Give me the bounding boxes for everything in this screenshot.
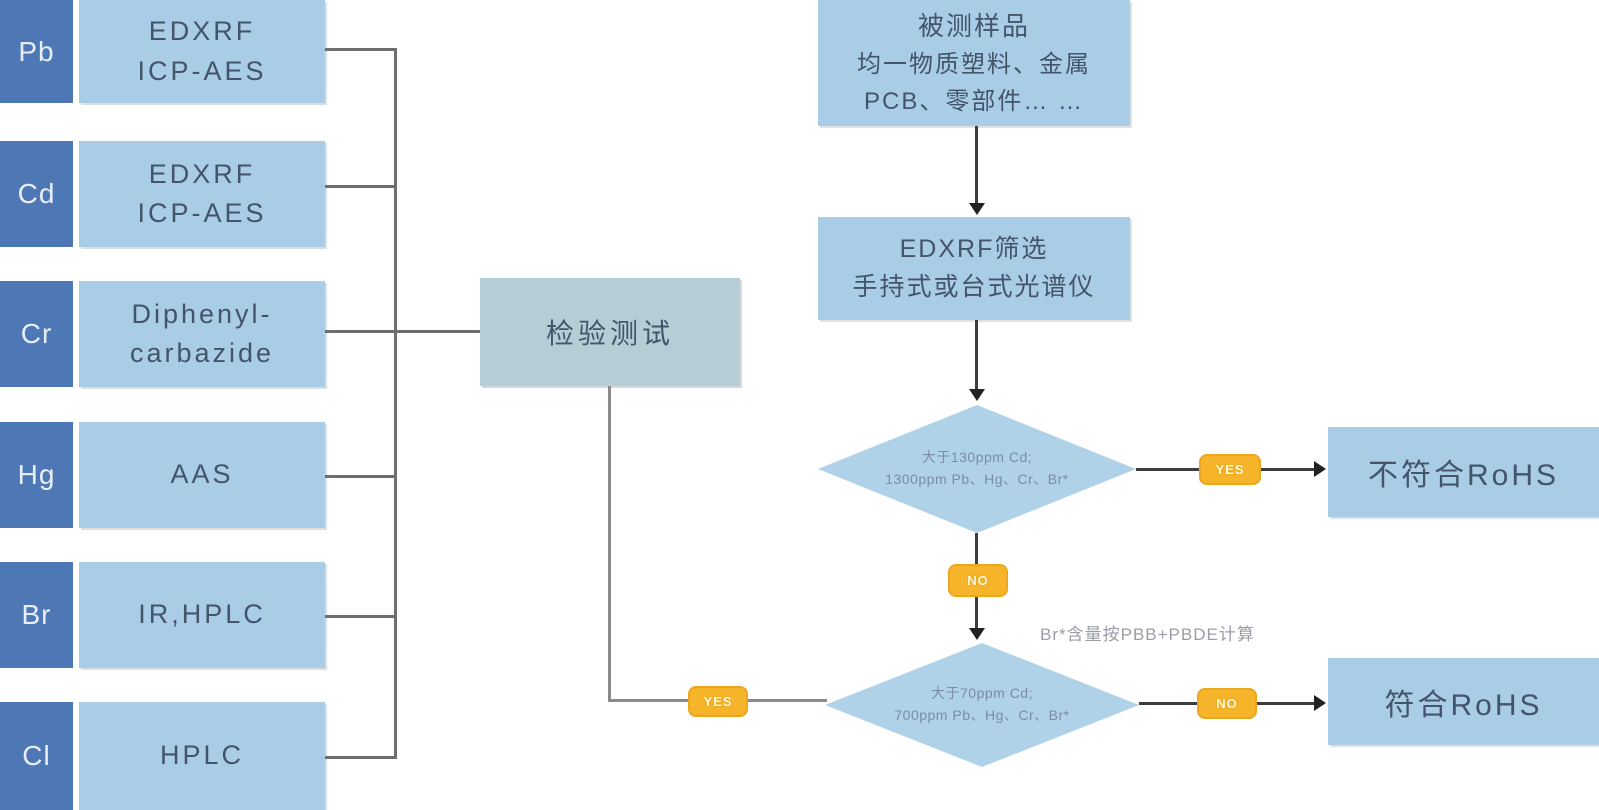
method-line: AAS [170, 459, 234, 490]
sample-line: 均一物质塑料、金属 [857, 50, 1091, 78]
method-line: ICP-AES [137, 55, 267, 86]
decision2-diamond: 大于70ppm Cd; 700ppm Pb、Hg、Cr、Br* [825, 643, 1139, 767]
decision1-diamond: 大于130ppm Cd; 1300ppm Pb、Hg、Cr、Br* [818, 405, 1136, 533]
decision2-line: 大于70ppm Cd; [931, 685, 1033, 702]
element-box-cl: Cl [0, 702, 73, 810]
connector-line-cr-to-test [325, 330, 480, 333]
element-box-br: Br [0, 562, 73, 668]
decision1-line: 1300ppm Pb、Hg、Cr、Br* [885, 471, 1069, 487]
edxrf-screening-box: EDXRF筛选 手持式或台式光谱仪 [818, 217, 1130, 320]
no-badge-to-pass: NO [1197, 688, 1257, 719]
no-badge-between: NO [948, 564, 1008, 597]
result-pass-box: 符合RoHS [1328, 658, 1599, 745]
arrow-right-icon [1314, 695, 1326, 711]
method-line: IR,HPLC [138, 599, 266, 630]
screening-line: EDXRF筛选 [899, 235, 1049, 263]
arrow-down-icon [969, 203, 985, 215]
connector-line-hg [325, 475, 397, 478]
method-line: EDXRF [148, 16, 256, 47]
connector-line-cd [325, 185, 397, 188]
arrow-down-icon [969, 628, 985, 640]
connector-line-pb [325, 48, 397, 51]
connector-line-br [325, 615, 397, 618]
method-box-hg: AAS [79, 422, 325, 528]
test-down-line [608, 386, 611, 702]
decision2-line: 700ppm Pb、Hg、Cr、Br* [894, 707, 1070, 723]
connector-line-cl [325, 756, 397, 759]
flow-line-1 [975, 126, 978, 204]
test-box: 检验测试 [480, 278, 740, 386]
method-line: Diphenyl- [131, 298, 273, 329]
br-annotation: Br*含量按PBB+PBDE计算 [1040, 625, 1255, 644]
method-box-cl: HPLC [79, 702, 325, 810]
method-box-br: IR,HPLC [79, 562, 325, 668]
method-box-cd: EDXRF ICP-AES [79, 141, 325, 247]
yes-badge-from-test: YES [688, 686, 748, 717]
method-line: HPLC [159, 740, 245, 771]
element-box-pb: Pb [0, 0, 73, 103]
result-fail-label: 不符合RoHS [1367, 459, 1560, 492]
method-line: ICP-AES [137, 198, 267, 228]
collector-line [394, 48, 397, 759]
yes-badge-to-fail: YES [1199, 454, 1261, 485]
result-fail-box: 不符合RoHS [1328, 427, 1599, 517]
arrow-down-icon [969, 389, 985, 401]
element-box-hg: Hg [0, 422, 73, 528]
screening-line: 手持式或台式光谱仪 [852, 272, 1096, 301]
element-box-cd: Cd [0, 141, 73, 247]
method-box-pb: EDXRF ICP-AES [79, 0, 325, 103]
flow-line-2 [975, 320, 978, 390]
method-box-cr: Diphenyl- carbazide [79, 281, 325, 387]
sample-line: 被测样品 [917, 10, 1030, 41]
sample-box: 被测样品 均一物质塑料、金属 PCB、零部件… … [818, 0, 1130, 126]
arrow-right-icon [1314, 461, 1326, 477]
method-line: EDXRF [148, 158, 256, 189]
decision1-line: 大于130ppm Cd; [921, 449, 1033, 466]
element-box-cr: Cr [0, 281, 73, 387]
method-line: carbazide [129, 338, 275, 368]
sample-line: PCB、零部件… … [863, 88, 1084, 116]
result-pass-label: 符合RoHS [1384, 688, 1543, 722]
